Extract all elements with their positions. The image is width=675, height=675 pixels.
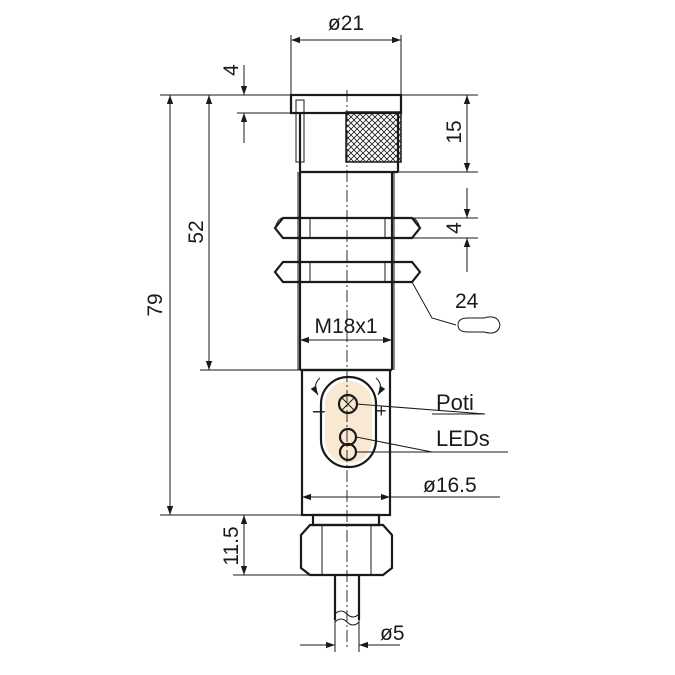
dim-thread-spec: M18x1 [300,315,392,344]
dim-cable-diameter: ø5 [300,620,405,652]
label-minus: – [313,399,325,422]
dim-label-thread-spec: M18x1 [314,315,377,338]
dim-knurl-height: 15 [398,94,478,173]
dim-body-diameter: ø16.5 [302,474,500,501]
upper-nut [273,216,422,240]
dim-label-body-diameter: ø16.5 [423,474,477,497]
wrench-icon [457,317,484,333]
knurled-grip [345,111,402,163]
dim-label-wrench-size: 24 [455,290,479,313]
lower-nut [273,260,422,284]
label-poti: Poti [436,390,474,415]
callout-poti: Poti [355,390,486,415]
connector-head [289,93,403,174]
label-leds: LEDs [436,426,490,451]
dim-label-top-diameter: ø21 [328,12,364,35]
dim-gland-length: 11.5 [220,515,310,576]
dim-thread-length: 52 [185,95,302,371]
callout-leds: LEDs [355,426,508,453]
cable-gland [299,513,394,577]
dim-label-cable-diameter: ø5 [380,622,405,645]
dim-label-cap-height: 4 [220,64,243,76]
connector-cap [289,93,403,115]
indicator-window [319,375,378,469]
dim-nut-thickness: 4 [412,188,478,272]
dim-top-diameter: ø21 [290,12,402,95]
dim-label-thread-length: 52 [185,220,208,243]
sensor-body [300,368,392,517]
dim-label-gland-length: 11.5 [220,526,243,565]
dim-label-nut-thickness: 4 [443,222,466,234]
dim-label-total-length: 79 [144,293,167,316]
label-plus: + [376,401,387,421]
dim-total-length: 79 [144,94,302,516]
dim-cap-height: 4 [220,64,300,143]
dim-wrench-size: 24 [411,281,501,334]
dim-label-knurl-height: 15 [443,120,466,143]
